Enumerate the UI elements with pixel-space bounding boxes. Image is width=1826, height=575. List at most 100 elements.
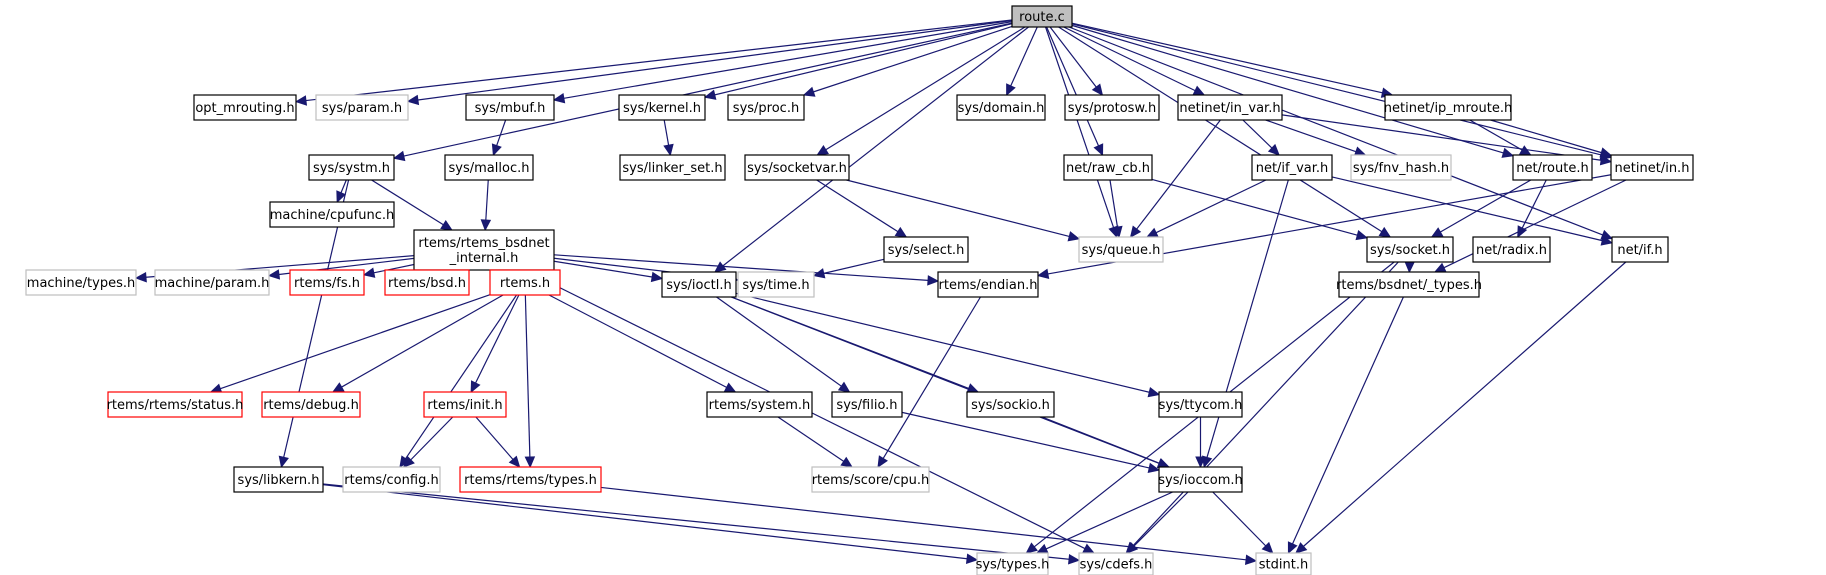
edge-sys_ioccom-to-stdint: [1212, 491, 1274, 554]
node-sys-ttycom[interactable]: sys/ttycom.h: [1158, 391, 1243, 418]
edge-line: [485, 179, 489, 221]
node-label: rtems.h: [500, 276, 550, 291]
edge-net_route-to-sys_socket: [1430, 179, 1532, 238]
edge-line: [735, 292, 1150, 393]
edge-line: [220, 294, 491, 390]
edge-sys_filio-to-sys_ioccom: [901, 411, 1161, 474]
edge-sys_socketvar-to-sys_select: [816, 179, 908, 238]
node-sys-kernel[interactable]: sys/kernel.h: [618, 94, 706, 121]
node-sys-libkern[interactable]: sys/libkern.h: [233, 466, 324, 493]
arrowhead-icon: [703, 89, 717, 100]
edge-line: [373, 263, 415, 274]
edge-sys_libkern-to-sys_types: [322, 484, 979, 564]
node-machine-cpufunc[interactable]: machine/cpufunc.h: [269, 201, 395, 228]
edge-line: [1058, 26, 1383, 233]
node-rtems-debug[interactable]: rtems/debug.h: [261, 391, 361, 418]
node-sys-ioccom[interactable]: sys/ioccom.h: [1158, 466, 1243, 493]
arrowhead-icon: [524, 456, 536, 469]
edge-rtems_h-to-rtems_rtems_status: [209, 294, 491, 394]
node-netinet-in-var[interactable]: netinet/in_var.h: [1177, 94, 1283, 121]
node-label: net/if.h: [1617, 243, 1662, 258]
node-sys-protosw[interactable]: sys/protosw.h: [1064, 94, 1160, 121]
edge-route_c-to-net_route: [1071, 24, 1515, 158]
node-sys-sockio[interactable]: sys/sockio.h: [966, 391, 1055, 418]
arrowhead-icon: [965, 553, 979, 564]
edge-line: [1109, 179, 1119, 228]
arrowhead-icon: [840, 456, 854, 468]
node-rtems-bsdnet-internal[interactable]: rtems/rtems_bsdnet_internal.h: [413, 229, 555, 271]
arrowhead-icon: [294, 95, 308, 106]
node-net-route[interactable]: net/route.h: [1512, 154, 1593, 181]
arrowhead-icon: [816, 145, 829, 156]
arrowhead-icon: [470, 380, 481, 394]
edge-line: [1071, 24, 1504, 154]
node-net-raw-cb[interactable]: net/raw_cb.h: [1063, 154, 1153, 181]
node-sys-linker-set[interactable]: sys/linker_set.h: [619, 154, 726, 181]
edge-sys_ioctl-to-sys_filio: [716, 296, 851, 393]
node-sys-filio[interactable]: sys/filio.h: [831, 391, 903, 418]
arrowhead-icon: [663, 143, 674, 157]
node-sys-proc[interactable]: sys/proc.h: [727, 94, 805, 121]
node-box: [1366, 236, 1454, 263]
edge-sys_malloc-to-rtems_bsdnet_internal: [480, 179, 492, 232]
edge-line: [600, 486, 1247, 561]
node-box: [1078, 236, 1164, 263]
node-label: net/radix.h: [1476, 243, 1547, 258]
node-label: netinet/ip_mroute.h: [1384, 101, 1512, 116]
node-label: net/raw_cb.h: [1066, 161, 1150, 176]
node-sys-cdefs: sys/cdefs.h: [1078, 552, 1154, 575]
node-sys-malloc[interactable]: sys/malloc.h: [444, 154, 534, 181]
node-label: sys/socket.h: [1370, 243, 1450, 258]
node-label: rtems/rtems/types.h: [464, 473, 597, 488]
node-sys-socket[interactable]: sys/socket.h: [1366, 236, 1454, 263]
edge-sys_ttycom-to-sys_ioccom: [1195, 417, 1206, 469]
arrowhead-icon: [508, 455, 521, 468]
arrowhead-icon: [1147, 462, 1161, 474]
node-rtems-fs[interactable]: rtems/fs.h: [289, 269, 365, 296]
node-net-radix[interactable]: net/radix.h: [1472, 236, 1551, 263]
node-rtems-rtems-types[interactable]: rtems/rtems/types.h: [459, 466, 602, 493]
arrowhead-icon: [336, 190, 347, 204]
edge-line: [825, 26, 1026, 151]
node-sys-select[interactable]: sys/select.h: [883, 236, 969, 263]
node-rtems-bsd[interactable]: rtems/bsd.h: [384, 269, 470, 296]
arrowhead-icon: [392, 150, 406, 162]
edge-netinet_in_var-to-net_if_var: [1242, 119, 1280, 156]
node-net-if-var[interactable]: net/if_var.h: [1251, 154, 1333, 181]
arrowhead-icon: [1287, 541, 1298, 555]
node-route-c[interactable]: route.c: [1011, 5, 1073, 28]
node-rtems-rtems-status[interactable]: rtems/rtems/status.h: [107, 391, 244, 418]
node-label: sys/time.h: [742, 278, 809, 293]
node-label: netinet/in.h: [1615, 161, 1690, 176]
node-rtems-bsdnet-types[interactable]: rtems/bsdnet/_types.h: [1336, 271, 1482, 298]
node-sys-ioctl[interactable]: sys/ioctl.h: [661, 271, 737, 298]
node-box: [25, 269, 137, 296]
node-sys-domain[interactable]: sys/domain.h: [956, 94, 1046, 121]
node-label: rtems/fs.h: [294, 276, 360, 291]
node-rtems-h[interactable]: rtems.h: [489, 269, 561, 296]
edge-line: [496, 119, 507, 146]
node-net-if[interactable]: net/if.h: [1611, 236, 1669, 263]
edge-route_c-to-sys_systm: [392, 22, 1013, 162]
node-label: machine/cpufunc.h: [270, 208, 394, 223]
node-netinet-in[interactable]: netinet/in.h: [1610, 154, 1694, 181]
node-sys-mbuf[interactable]: sys/mbuf.h: [465, 94, 555, 121]
edge-line: [1490, 119, 1602, 154]
edge-rtems_bsdnet_internal-to-sys_ioctl: [553, 260, 664, 283]
arrowhead-icon: [491, 143, 502, 157]
node-rtems-system[interactable]: rtems/system.h: [706, 391, 813, 418]
node-sys-systm[interactable]: sys/systm.h: [308, 154, 395, 181]
node-rtems-score-cpu: rtems/score/cpu.h: [811, 466, 930, 493]
node-box: [1251, 154, 1333, 181]
arrowhead-icon: [1025, 542, 1038, 554]
node-label: sys/systm.h: [313, 161, 390, 176]
node-label: netinet/in_var.h: [1179, 101, 1280, 116]
node-rtems-init[interactable]: rtems/init.h: [423, 391, 507, 418]
edge-rtems_endian-to-rtems_score_cpu: [877, 296, 981, 469]
node-sys-socketvar[interactable]: sys/socketvar.h: [744, 154, 850, 181]
node-rtems-endian[interactable]: rtems/endian.h: [937, 271, 1039, 298]
edge-rtems_system-to-rtems_score_cpu: [777, 416, 854, 468]
node-netinet-ip-mroute[interactable]: netinet/ip_mroute.h: [1384, 94, 1512, 121]
node-opt-mrouting[interactable]: opt_mrouting.h: [193, 94, 297, 121]
